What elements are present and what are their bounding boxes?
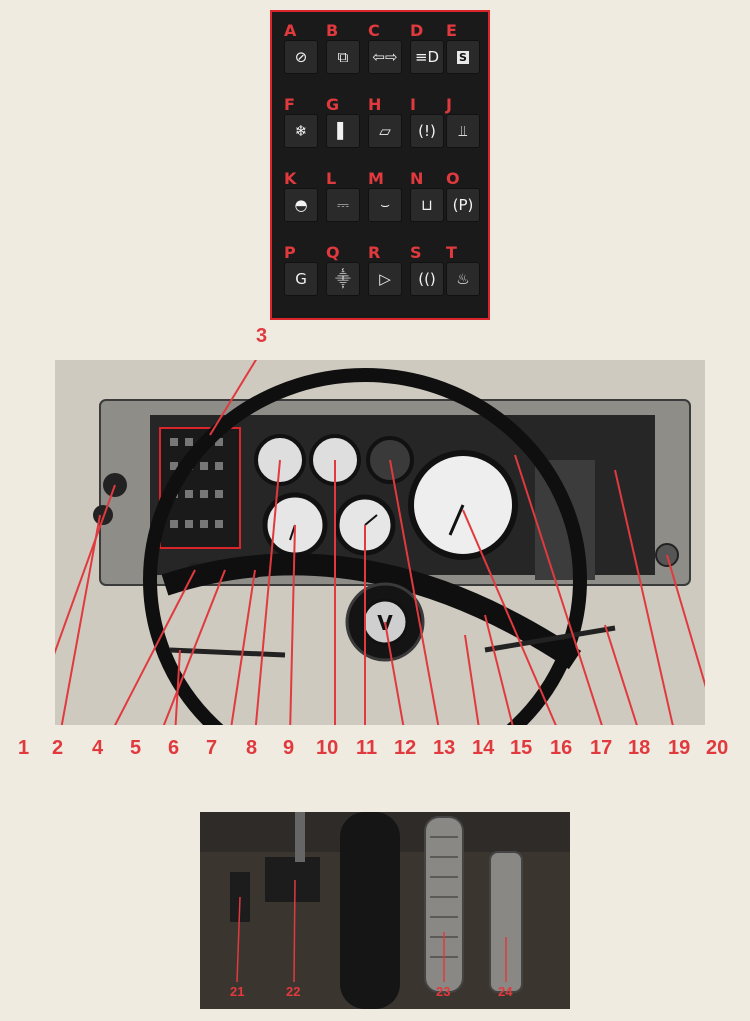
warning-lamp-panel: A ⊘ B ⧉ C ⇦⇨ D ≡D E S F ❄ G ▌ H ▱ (270, 10, 490, 320)
warning-lamp-f: F ❄ (280, 92, 321, 158)
fog-light-icon: ⸎ (326, 262, 360, 296)
warning-letter: F (284, 95, 295, 114)
brake-pad-icon: (() (410, 262, 444, 296)
warning-letter: C (368, 21, 380, 40)
warning-letter: T (446, 243, 457, 262)
coolant-level-icon: ⊔ (410, 188, 444, 222)
window-icon: ▱ (368, 114, 402, 148)
pedal-label-24: 24 (498, 984, 513, 999)
warning-lamp-e: E S (442, 18, 483, 84)
callout-17: 17 (590, 737, 613, 759)
warning-lamp-m: M ⌣ (364, 166, 405, 232)
warning-lamp-q: Q ⸎ (322, 240, 363, 306)
warning-lamp-c: C ⇦⇨ (364, 18, 405, 84)
warning-lamp-h: H ▱ (364, 92, 405, 158)
warning-letter: D (410, 21, 424, 40)
warning-letter: M (368, 169, 384, 188)
pedal-label-23: 23 (436, 984, 451, 999)
warning-lamp-b: B ⧉ (322, 18, 363, 84)
warning-lamp-i: I (!) (406, 92, 447, 158)
headlight-icon: ≡D (410, 40, 444, 74)
callout-14: 14 (472, 737, 495, 759)
callout-10: 10 (316, 737, 339, 759)
pedal-photo (200, 812, 570, 1009)
warning-letter: J (446, 95, 452, 114)
warning-letter: S (410, 243, 422, 262)
warning-letter: O (446, 169, 460, 188)
warning-lamp-n: N ⊔ (406, 166, 447, 232)
callout-15: 15 (510, 737, 533, 759)
coolant-temp-icon: ⫫ (446, 114, 480, 148)
callout-2: 2 (52, 737, 64, 759)
warning-lamp-r: R ▷ (364, 240, 405, 306)
dashboard-photo: V (55, 360, 705, 725)
callout-5: 5 (130, 737, 142, 759)
warning-lamp-j: J ⫫ (442, 92, 483, 158)
warning-letter: H (368, 95, 382, 114)
callout-4: 4 (92, 737, 104, 759)
callout-6: 6 (168, 737, 180, 759)
warning-letter: K (284, 169, 297, 188)
warning-letter: G (326, 95, 340, 114)
warning-letter: P (284, 243, 296, 262)
warning-lamp-p: P G (280, 240, 321, 306)
warning-lamp-d: D ≡D (406, 18, 447, 84)
callout-20: 20 (706, 737, 729, 759)
heater-fan-icon: ❄ (284, 114, 318, 148)
warning-lamp-k: K ◓ (280, 166, 321, 232)
callout-1: 1 (18, 737, 30, 759)
warning-lamp-s: S (() (406, 240, 447, 306)
horn-icon: ▷ (368, 262, 402, 296)
seat-belt-icon: ⧉ (326, 40, 360, 74)
stop-sign-icon: S (446, 40, 480, 74)
warning-letter: R (368, 243, 381, 262)
warning-lamp-l: L ⎓ (322, 166, 363, 232)
warning-letter: Q (326, 243, 340, 262)
preheat-icon: G (284, 262, 318, 296)
warning-lamp-o: O (P) (442, 166, 483, 232)
turn-signal-icon: ⇦⇨ (368, 40, 402, 74)
parking-brake-icon: (P) (446, 188, 480, 222)
fuel-water-icon: ◓ (284, 188, 318, 222)
battery-icon: ⎓ (326, 188, 360, 222)
warning-letter: A (284, 21, 297, 40)
callout-13: 13 (433, 737, 456, 759)
warning-letter: L (326, 169, 337, 188)
warning-letter: N (410, 169, 424, 188)
steering-wheel (143, 368, 587, 725)
callout-16: 16 (550, 737, 573, 759)
brake-warning-icon: (!) (410, 114, 444, 148)
callout-19: 19 (668, 737, 691, 759)
door-open-icon: ▌ (326, 114, 360, 148)
warning-lamp-t: T ♨ (442, 240, 483, 306)
callout-12: 12 (394, 737, 417, 759)
callout-9: 9 (283, 737, 295, 759)
warning-lamp-g: G ▌ (322, 92, 363, 158)
pedal-label-22: 22 (286, 984, 301, 999)
oil-pressure-icon: ⌣ (368, 188, 402, 222)
pedal-label-21: 21 (230, 984, 245, 999)
warning-letter: I (410, 95, 416, 114)
warning-letter: B (326, 21, 339, 40)
brake-pedal (424, 816, 464, 993)
callout-7: 7 (206, 737, 218, 759)
callout-11: 11 (356, 737, 378, 759)
accelerator-pedal (489, 851, 523, 993)
callout-8: 8 (246, 737, 258, 759)
exhaust-temp-icon: ♨ (446, 262, 480, 296)
speed-limiter-icon: ⊘ (284, 40, 318, 74)
clutch-pedal (265, 857, 320, 902)
callout-3: 3 (256, 325, 268, 347)
callout-lines (55, 360, 705, 725)
callout-18: 18 (628, 737, 651, 759)
warning-lamp-a: A ⊘ (280, 18, 321, 84)
warning-letter: E (446, 21, 457, 40)
